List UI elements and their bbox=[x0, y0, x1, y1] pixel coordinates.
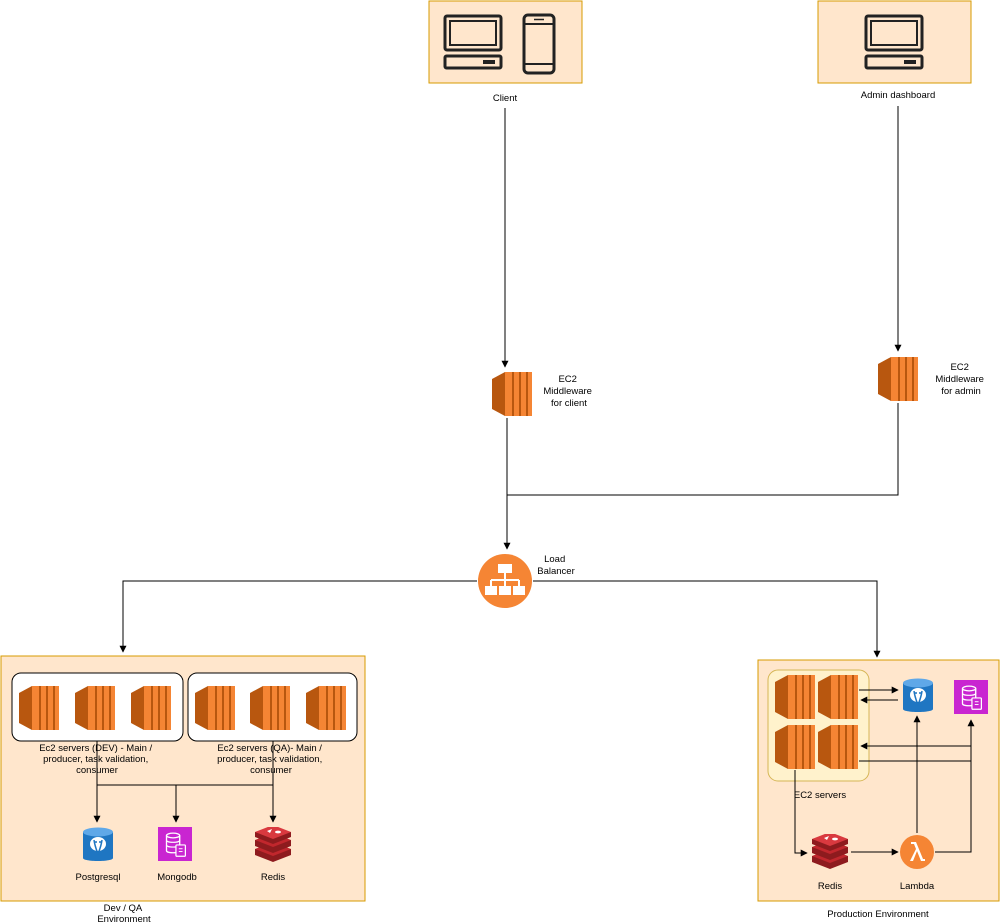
postgresql-icon bbox=[82, 826, 114, 862]
production-environment-label: Production Environment bbox=[827, 909, 929, 920]
prod-lambda-label: Lambda bbox=[900, 881, 935, 892]
dev-mongodb-label: Mongodb bbox=[157, 872, 197, 883]
ec2-icon bbox=[131, 686, 171, 730]
dev-servers-label: Ec2 servers (DEV) - Main / producer, tas… bbox=[39, 743, 155, 776]
load-balancer-icon bbox=[477, 553, 533, 609]
ec2-icon bbox=[19, 686, 59, 730]
connector-admin-ec2-to-lb bbox=[507, 403, 899, 496]
client-box bbox=[428, 0, 583, 84]
dev-postgresql-label: Postgresql bbox=[76, 872, 121, 883]
ec2-client-label: EC2 Middleware for client bbox=[543, 374, 594, 409]
dev-qa-environment-label: Dev / QA Environment bbox=[97, 903, 151, 924]
ec2-icon bbox=[250, 686, 290, 730]
mongodb-icon bbox=[158, 827, 192, 861]
prod-redis-label: Redis bbox=[818, 881, 843, 892]
lambda-icon bbox=[900, 835, 934, 869]
connector-lambda-to-mongodb bbox=[935, 720, 972, 853]
ec2-icon bbox=[75, 686, 115, 730]
connector-lb-to-dev-qa bbox=[119, 580, 477, 653]
ec2-icon bbox=[775, 725, 815, 769]
admin-dashboard-label: Admin dashboard bbox=[861, 90, 935, 101]
load-balancer-label: Load Balancer bbox=[537, 554, 575, 577]
ec2-icon bbox=[492, 372, 532, 416]
ec2-icon bbox=[818, 725, 858, 769]
connector-lb-to-production bbox=[533, 580, 881, 658]
ec2-icon bbox=[195, 686, 235, 730]
qa-servers-label: Ec2 servers (QA)- Main / producer, task … bbox=[217, 743, 325, 776]
ec2-admin-label: EC2 Middleware for admin bbox=[935, 362, 986, 397]
redis-icon bbox=[255, 827, 291, 862]
client-label: Client bbox=[493, 93, 518, 104]
ec2-icon bbox=[306, 686, 346, 730]
postgresql-icon bbox=[902, 677, 934, 713]
ec2-icon bbox=[818, 675, 858, 719]
ec2-icon bbox=[775, 675, 815, 719]
ec2-icon bbox=[878, 357, 918, 401]
dev-redis-label: Redis bbox=[261, 872, 286, 883]
redis-icon bbox=[812, 834, 848, 869]
mongodb-icon bbox=[954, 680, 988, 714]
prod-ec2-label: EC2 servers bbox=[794, 790, 847, 801]
dev-qa-environment bbox=[0, 655, 366, 902]
admin-dashboard-box bbox=[817, 0, 972, 84]
connector-ec2-to-redis bbox=[794, 770, 808, 857]
